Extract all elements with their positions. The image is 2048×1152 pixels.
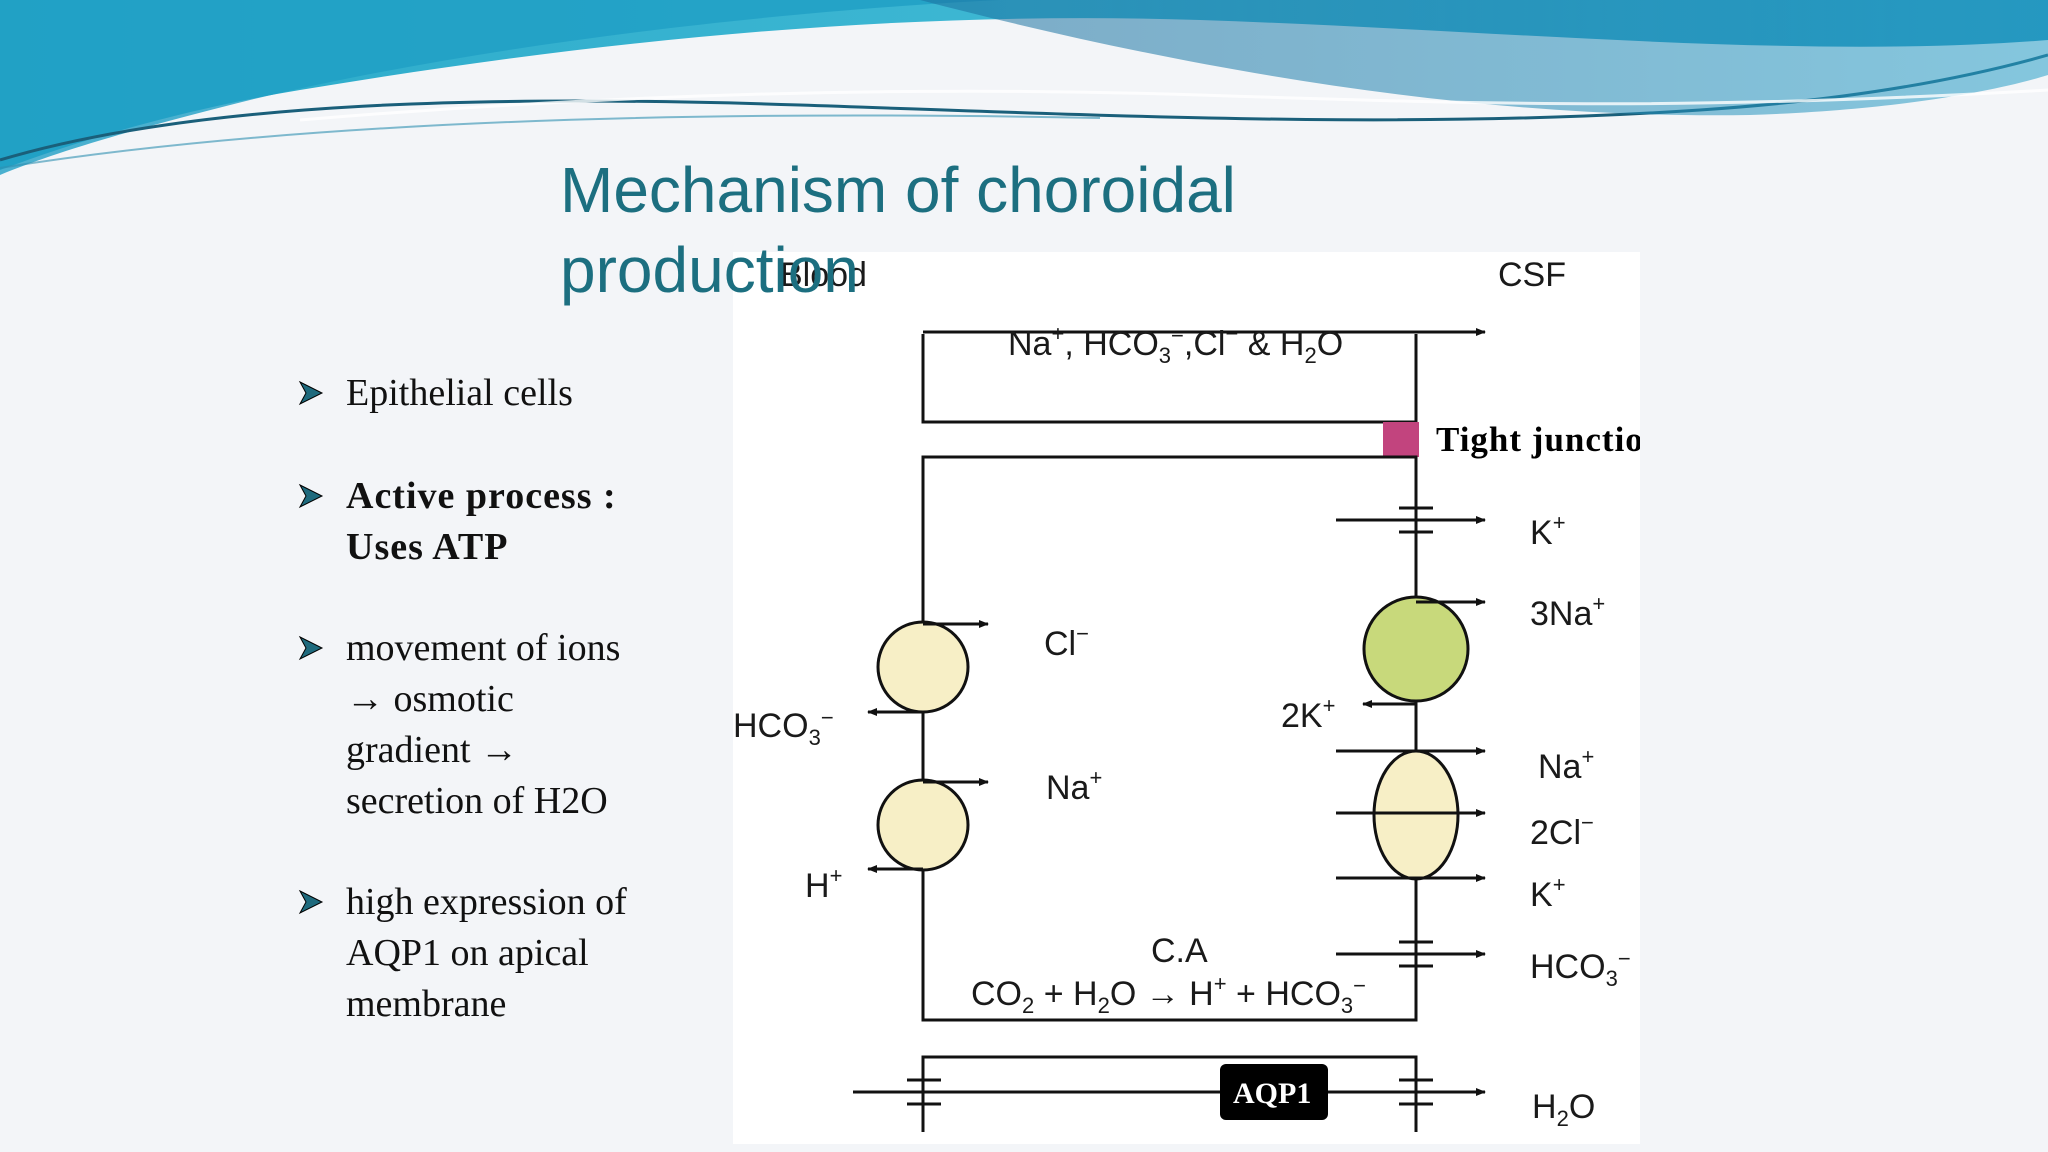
h2o-right-label: H2O bbox=[1532, 1088, 1595, 1131]
na-left-label: Na+ bbox=[1046, 765, 1102, 807]
bullet-aqp1-expression: high expression of AQP1 on apical membra… bbox=[298, 877, 718, 1030]
hco3-channel bbox=[1336, 940, 1486, 968]
na-k-atpase-pump bbox=[1362, 595, 1470, 703]
bullet-epithelial-cells: Epithelial cells bbox=[298, 368, 718, 419]
nkcc-cotransporter bbox=[1372, 749, 1460, 881]
cl-left-label: Cl− bbox=[1044, 621, 1089, 663]
right-arrow-icon: → bbox=[480, 729, 519, 771]
cl-hco3-exchanger bbox=[876, 620, 970, 714]
hco3-left-label: HCO3− bbox=[733, 705, 834, 750]
blood-label: Blood bbox=[780, 256, 867, 294]
right-arrow-icon: → bbox=[346, 678, 384, 720]
k-channel bbox=[1336, 506, 1486, 534]
na-h-exchanger bbox=[876, 778, 970, 872]
choroid-transport-diagram: Blood CSF Na+, HCO3−,Cl− & H2O Tight jun… bbox=[733, 252, 1640, 1144]
2cl-label: 2Cl− bbox=[1530, 810, 1594, 852]
slide-title: Mechanism of choroidal production bbox=[560, 154, 1236, 306]
3na-label: 3Na+ bbox=[1530, 591, 1605, 633]
tight-junction-label: Tight junction bbox=[1436, 420, 1640, 459]
bullet-list: Epithelial cells Active process : Uses A… bbox=[298, 368, 718, 1030]
paracellular-ions-label: Na+, HCO3−,Cl− & H2O bbox=[1008, 321, 1343, 368]
aqp1-channel-left bbox=[907, 1078, 941, 1106]
h-left-label: H+ bbox=[805, 863, 842, 905]
carbonic-anhydrase-label: C.A bbox=[1151, 932, 1208, 970]
2k-label: 2K+ bbox=[1281, 693, 1335, 735]
aqp1-channel-right bbox=[1399, 1078, 1433, 1106]
arrowhead-bullet-icon bbox=[298, 380, 324, 406]
na-right-label: Na+ bbox=[1538, 744, 1594, 786]
k-right-label: K+ bbox=[1530, 872, 1566, 914]
tight-junction-marker bbox=[1383, 422, 1419, 457]
k-label: K+ bbox=[1530, 510, 1566, 552]
reaction-equation: CO2 + H2O → H+ + HCO3− bbox=[971, 971, 1366, 1018]
aqp1-label: AQP1 bbox=[1233, 1077, 1311, 1110]
arrowhead-bullet-icon bbox=[298, 635, 324, 661]
csf-label: CSF bbox=[1498, 256, 1566, 294]
bullet-movement-of-ions: movement of ions → osmotic gradient → se… bbox=[298, 623, 718, 827]
bullet-active-process: Active process : Uses ATP bbox=[298, 471, 718, 573]
aqp1-box bbox=[1220, 1064, 1328, 1120]
hco3-right-label: HCO3− bbox=[1530, 946, 1631, 991]
arrowhead-bullet-icon bbox=[298, 889, 324, 915]
arrowhead-bullet-icon bbox=[298, 483, 324, 509]
